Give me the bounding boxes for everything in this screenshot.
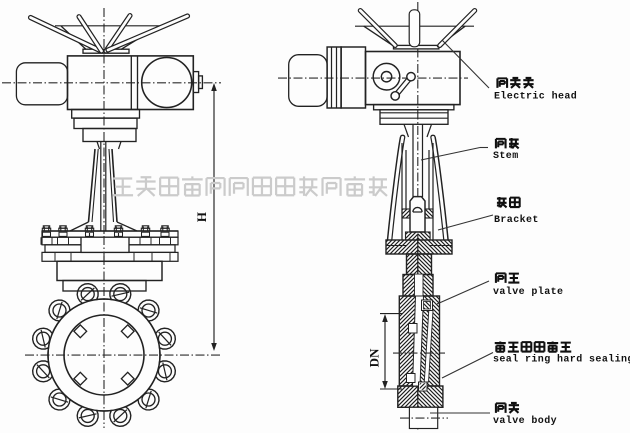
svg-text:valve plate: valve plate bbox=[493, 286, 563, 298]
svg-text:Electric head: Electric head bbox=[494, 91, 577, 103]
svg-text:Stem: Stem bbox=[493, 151, 519, 162]
svg-text:seal ring hard sealing: seal ring hard sealing bbox=[493, 354, 630, 366]
svg-text:Bracket: Bracket bbox=[494, 214, 539, 226]
svg-text:H: H bbox=[194, 212, 209, 222]
svg-text:DN: DN bbox=[367, 348, 382, 367]
svg-text:valve body: valve body bbox=[493, 415, 557, 427]
